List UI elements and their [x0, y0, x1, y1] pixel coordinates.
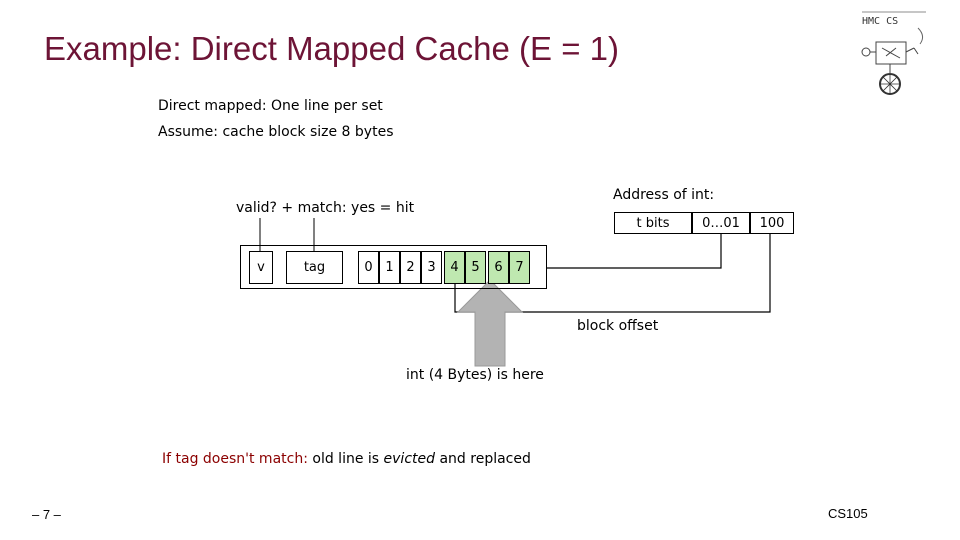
course-code: CS105	[828, 506, 868, 521]
address-block-offset: 100	[750, 212, 794, 234]
block-offset-label: block offset	[577, 318, 659, 334]
page-number: – 7 –	[32, 507, 61, 522]
valid-bit: v	[249, 251, 273, 284]
byte-4: 4	[444, 251, 465, 284]
byte-0: 0	[358, 251, 379, 284]
subtitle-line-1: Direct mapped: One line per set	[158, 98, 383, 114]
pointer-arrow	[456, 279, 524, 367]
match-label: valid? + match: yes = hit	[236, 200, 415, 216]
cache-line	[240, 245, 547, 289]
eviction-emphasis: evicted	[383, 451, 436, 467]
byte-6: 6	[488, 251, 509, 284]
logo-text: HMC CS	[862, 16, 898, 27]
address-label: Address of int:	[613, 187, 715, 203]
address-set-index: 0…01	[692, 212, 750, 234]
eviction-note: If tag doesn't match: old line is evicte…	[162, 451, 531, 467]
subtitle-line-2: Assume: cache block size 8 bytes	[158, 124, 394, 140]
byte-7: 7	[509, 251, 530, 284]
tag-field: tag	[286, 251, 343, 284]
byte-1: 1	[379, 251, 400, 284]
int-location-label: int (4 Bytes) is here	[406, 367, 544, 383]
page-title: Example: Direct Mapped Cache (E = 1)	[44, 30, 620, 67]
eviction-mid: old line is	[307, 451, 384, 467]
address-tbits: t bits	[614, 212, 692, 234]
hmc-cs-logo: HMC CS	[861, 11, 926, 95]
byte-3: 3	[421, 251, 442, 284]
byte-5: 5	[465, 251, 486, 284]
eviction-suffix: and replaced	[435, 451, 531, 467]
byte-2: 2	[400, 251, 421, 284]
eviction-prefix: If tag doesn't match:	[162, 451, 308, 467]
